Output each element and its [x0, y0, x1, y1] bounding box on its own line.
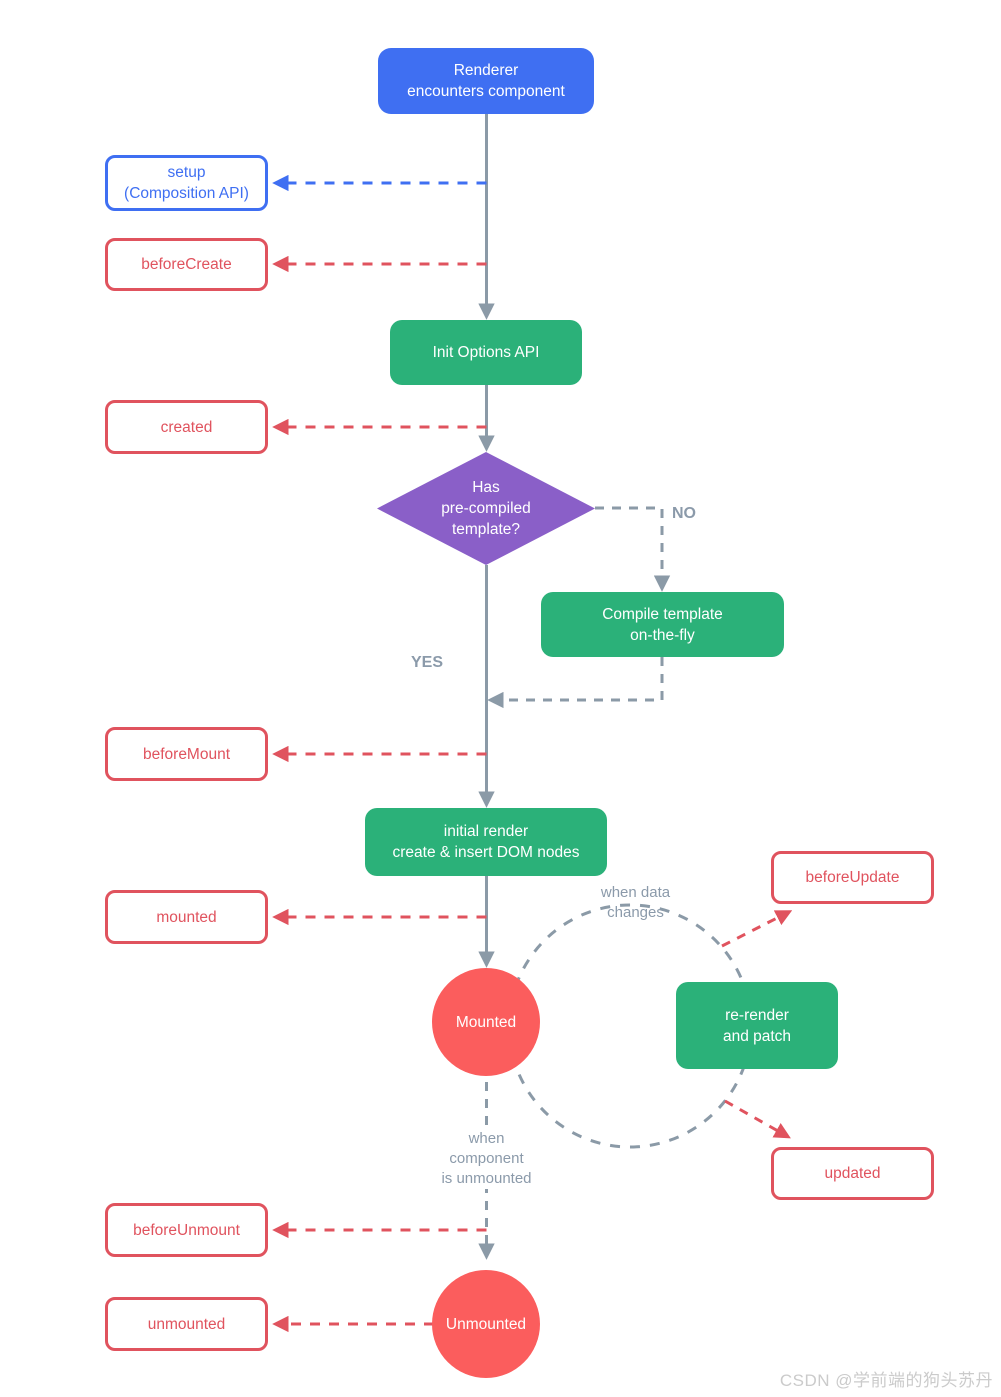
watermark: CSDN @学前端的狗头苏丹 — [779, 1371, 993, 1390]
node-setup-hook: setup (Composition API) — [105, 155, 268, 211]
node-unmounted-hook: unmounted — [105, 1297, 268, 1351]
node-mounted-state: Mounted — [432, 968, 540, 1076]
node-init-options-api: Init Options API — [390, 320, 582, 385]
node-beforeunmount-hook: beforeUnmount — [105, 1203, 268, 1257]
node-beforemount-hook: beforeMount — [105, 727, 268, 781]
edge-no-branch — [595, 506, 671, 592]
edge-compile-return — [487, 657, 664, 709]
node-beforecreate-hook: beforeCreate — [105, 238, 268, 291]
node-created-hook: created — [105, 400, 268, 454]
node-unmounted-state: Unmounted — [432, 1270, 540, 1378]
label-yes: YES — [411, 654, 444, 671]
label-no: NO — [672, 505, 696, 522]
node-renderer: Renderer encounters component — [378, 48, 594, 114]
edge-loop-to-updated — [724, 1099, 791, 1139]
node-re-render-and-patch: re-render and patch — [676, 982, 838, 1069]
node-compile-template: Compile template on-the-fly — [541, 592, 784, 657]
node-initial-render: initial render create & insert DOM nodes — [365, 808, 607, 876]
node-beforeupdate-hook: beforeUpdate — [771, 851, 934, 904]
label-when-component-unmounted: when component is unmounted — [424, 1129, 549, 1189]
node-mounted-hook: mounted — [105, 890, 268, 944]
node-updated-hook: updated — [771, 1147, 934, 1200]
edge-loop-to-beforeupdate — [721, 910, 793, 948]
label-when-data-changes: when data changes — [600, 884, 671, 921]
